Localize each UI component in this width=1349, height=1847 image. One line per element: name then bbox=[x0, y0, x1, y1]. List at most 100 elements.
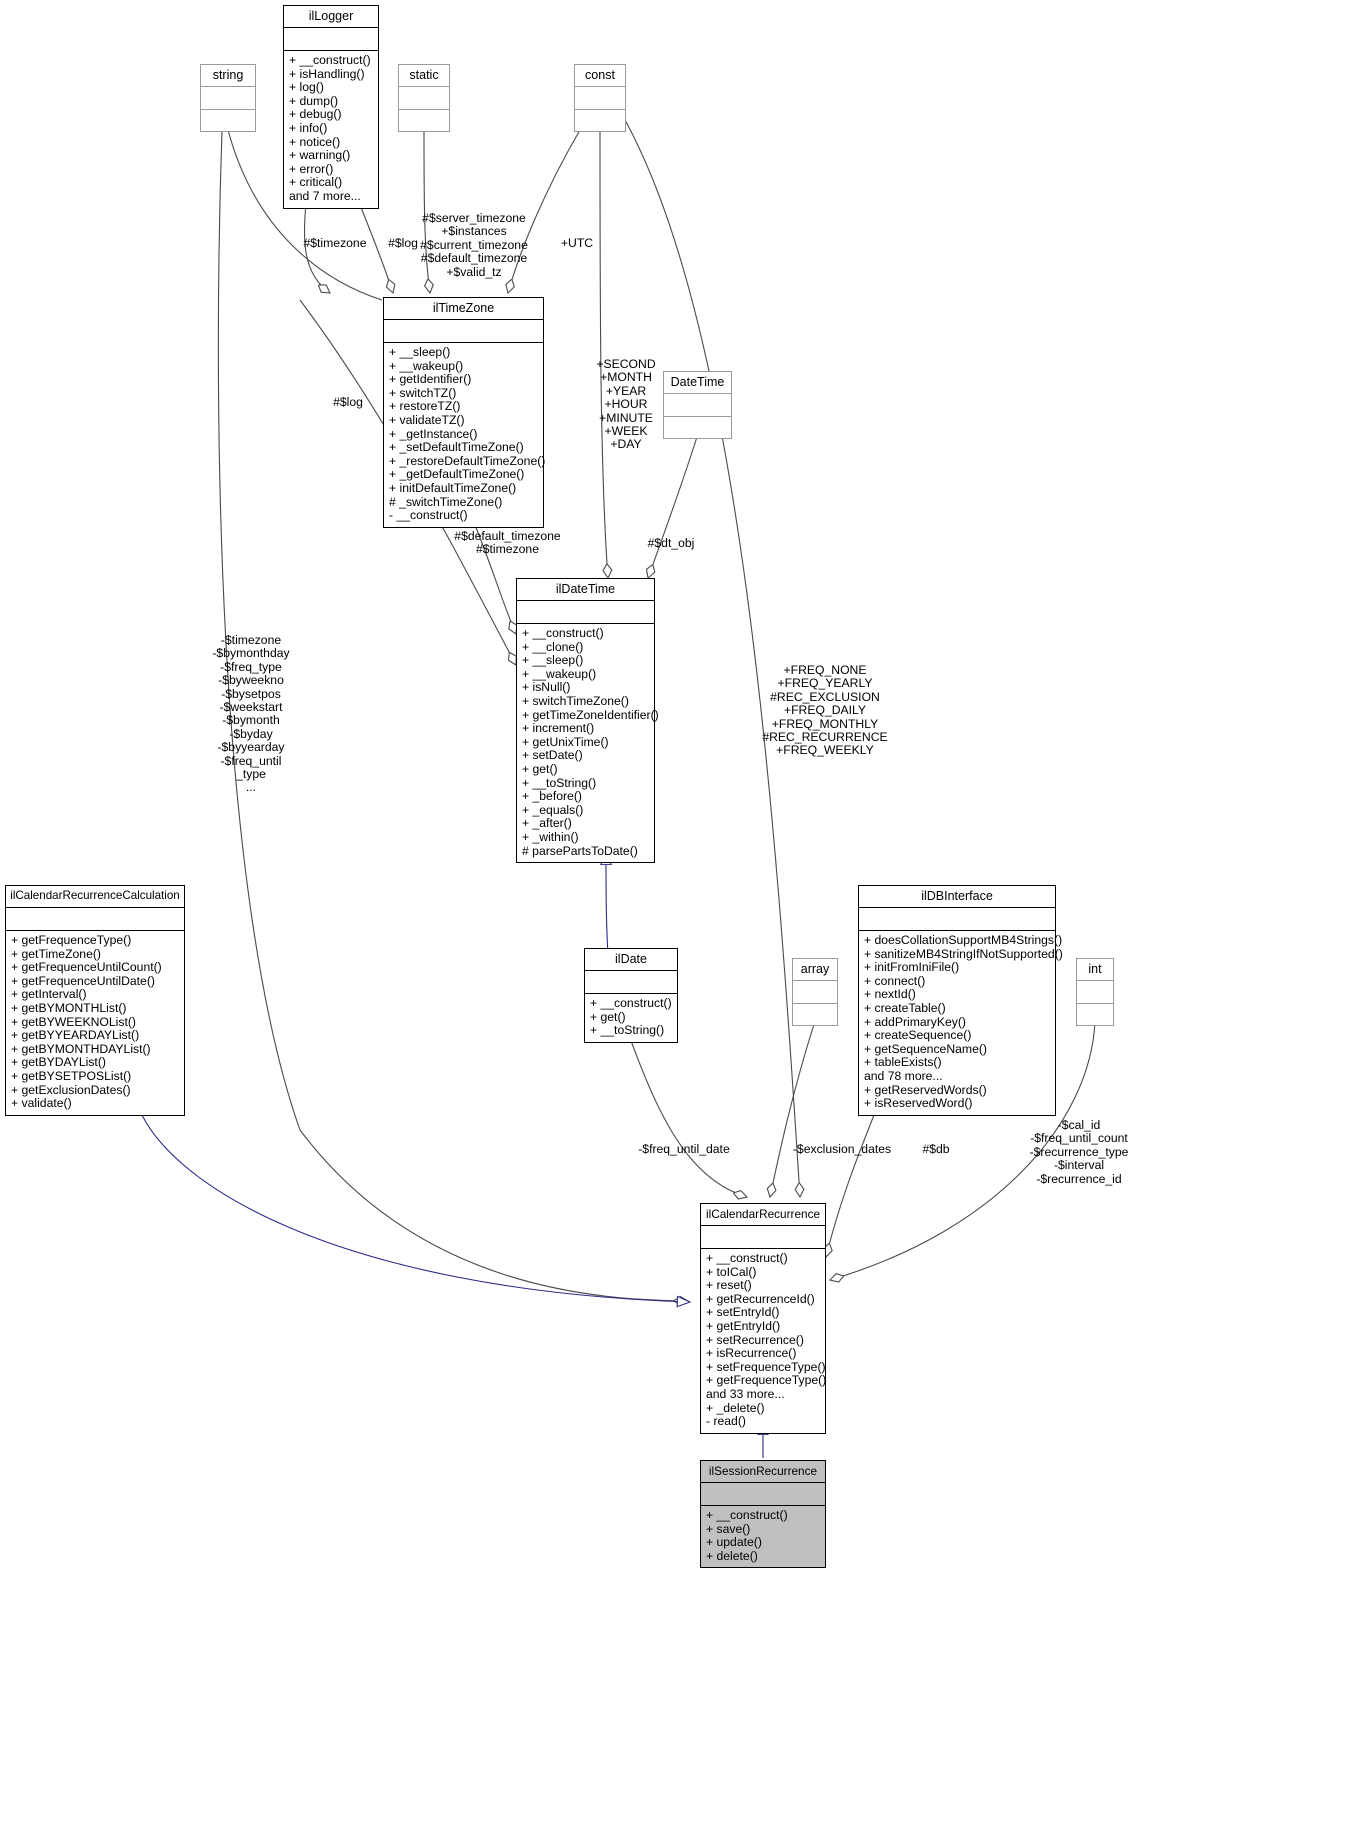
divider bbox=[575, 86, 625, 87]
class-attributes bbox=[201, 87, 255, 109]
edge-label-freq-constants: +FREQ_NONE +FREQ_YEARLY #REC_EXCLUSION +… bbox=[762, 663, 888, 758]
class-operations: + __construct()+ isHandling()+ log()+ du… bbox=[284, 51, 378, 208]
class-member: + getFrequenceType() bbox=[706, 1373, 827, 1388]
class-member: # parsePartsToDate() bbox=[522, 843, 638, 858]
class-member: + getFrequenceUntilDate() bbox=[11, 973, 155, 988]
class-box-datetime[interactable]: DateTime bbox=[663, 371, 732, 439]
class-attributes bbox=[701, 1483, 825, 1505]
class-box-const[interactable]: const bbox=[574, 64, 626, 132]
class-member: + __toString() bbox=[590, 1023, 665, 1038]
class-member: + _within() bbox=[522, 829, 579, 844]
class-box-string[interactable]: string bbox=[200, 64, 256, 132]
class-member: + critical() bbox=[289, 175, 343, 190]
class-member: + nextId() bbox=[864, 987, 916, 1002]
class-member: + isReservedWord() bbox=[864, 1096, 973, 1111]
class-box-static[interactable]: static bbox=[398, 64, 450, 132]
class-box-ildbinterface[interactable]: ilDBInterface + doesCollationSupportMB4S… bbox=[858, 885, 1063, 1116]
class-operations bbox=[575, 110, 625, 131]
class-member: + get() bbox=[590, 1009, 626, 1024]
class-member: + _getInstance() bbox=[389, 426, 478, 441]
class-member: + getBYWEEKNOList() bbox=[11, 1014, 136, 1029]
class-member: and 33 more... bbox=[706, 1386, 785, 1401]
class-attributes bbox=[859, 908, 1055, 930]
class-member: + tableExists() bbox=[864, 1055, 942, 1070]
class-member: # _switchTimeZone() bbox=[389, 494, 503, 509]
class-operations bbox=[664, 417, 731, 438]
class-member: + initFromIniFile() bbox=[864, 960, 960, 975]
class-box-illogger[interactable]: ilLogger + __construct()+ isHandling()+ … bbox=[283, 5, 379, 209]
class-member: + switchTimeZone() bbox=[522, 693, 629, 708]
class-box-ilcalendarrecurrence[interactable]: ilCalendarRecurrence + __construct()+ to… bbox=[700, 1203, 826, 1434]
class-box-ilsessionrecurrence[interactable]: ilSessionRecurrence + __construct()+ sav… bbox=[700, 1460, 826, 1569]
class-member: + validateTZ() bbox=[389, 412, 465, 427]
class-member: + __construct() bbox=[289, 53, 371, 67]
class-title: ilDate bbox=[615, 952, 647, 966]
class-member: + _setDefaultTimeZone() bbox=[389, 440, 524, 455]
class-member: + switchTZ() bbox=[389, 385, 457, 400]
divider bbox=[6, 930, 184, 931]
class-member: + _restoreDefaultTimeZone() bbox=[389, 453, 546, 468]
class-title: const bbox=[585, 68, 615, 82]
class-member: + setEntryId() bbox=[706, 1305, 780, 1320]
class-member: + delete() bbox=[706, 1548, 758, 1563]
class-title: ilSessionRecurrence bbox=[708, 1464, 818, 1478]
class-attributes bbox=[399, 87, 449, 109]
class-attributes bbox=[793, 981, 837, 1003]
edge-label-timezone-logger: #$timezone bbox=[303, 236, 367, 250]
class-member: + restoreTZ() bbox=[389, 399, 461, 414]
class-box-array[interactable]: array bbox=[792, 958, 838, 1026]
class-member: + setDate() bbox=[522, 748, 583, 763]
divider bbox=[201, 109, 255, 110]
class-member: + isNull() bbox=[522, 680, 571, 695]
class-member: + __sleep() bbox=[522, 653, 584, 668]
class-member: + _before() bbox=[522, 789, 582, 804]
class-title: ilDateTime bbox=[555, 582, 616, 596]
class-attributes bbox=[6, 908, 184, 930]
class-member: + getIdentifier() bbox=[389, 372, 472, 387]
divider bbox=[701, 1225, 825, 1226]
class-member: + get() bbox=[522, 761, 558, 776]
class-member: + reset() bbox=[706, 1278, 752, 1293]
divider bbox=[1077, 1003, 1113, 1004]
class-member: + info() bbox=[289, 120, 328, 135]
edge-label-exclusion-dates: -$exclusion_dates bbox=[792, 1142, 892, 1156]
class-title: array bbox=[800, 962, 830, 976]
class-box-int[interactable]: int bbox=[1076, 958, 1114, 1026]
class-member: + getEntryId() bbox=[706, 1318, 781, 1333]
class-box-ildatetime[interactable]: ilDateTime + __construct()+ __clone()+ _… bbox=[516, 578, 659, 864]
class-attributes bbox=[701, 1226, 825, 1248]
class-member: + validate() bbox=[11, 1096, 72, 1111]
class-member: + getFrequenceUntilCount() bbox=[11, 960, 162, 975]
class-operations: + __construct()+ __clone()+ __sleep()+ _… bbox=[517, 624, 659, 862]
class-member: + error() bbox=[289, 161, 334, 176]
class-operations bbox=[1077, 1004, 1113, 1025]
divider bbox=[1077, 980, 1113, 981]
class-member: + __sleep() bbox=[389, 345, 451, 359]
class-member: + save() bbox=[706, 1521, 751, 1536]
edge-label-datetime-constants: +SECOND +MONTH +YEAR +HOUR +MINUTE +WEEK… bbox=[596, 357, 656, 452]
class-attributes bbox=[284, 28, 378, 50]
class-member: + getReservedWords() bbox=[864, 1082, 987, 1097]
class-member: + log() bbox=[289, 80, 324, 95]
class-member: + notice() bbox=[289, 134, 341, 149]
edge-label-string-recurrence-attributes: -$timezone -$bymonthday -$freq_type -$by… bbox=[212, 633, 290, 795]
class-box-iltimezone[interactable]: ilTimeZone + __sleep()+ __wakeup()+ getI… bbox=[383, 297, 546, 528]
class-member: + getTimeZoneIdentifier() bbox=[522, 707, 659, 722]
class-attributes bbox=[664, 394, 731, 416]
class-operations: + getFrequenceType()+ getTimeZone()+ get… bbox=[6, 931, 184, 1115]
class-member: and 78 more... bbox=[864, 1068, 943, 1083]
class-member: + dump() bbox=[289, 93, 339, 108]
class-title: ilTimeZone bbox=[432, 301, 495, 315]
class-member: + setFrequenceType() bbox=[706, 1359, 826, 1374]
class-box-ildate[interactable]: ilDate + __construct()+ get()+ __toStrin… bbox=[584, 948, 678, 1043]
class-title: DateTime bbox=[670, 375, 725, 389]
divider bbox=[701, 1482, 825, 1483]
class-member: + getBYMONTHList() bbox=[11, 1000, 127, 1015]
class-member: + getFrequenceType() bbox=[11, 933, 132, 947]
class-member: + createSequence() bbox=[864, 1028, 972, 1043]
class-member: + getRecurrenceId() bbox=[706, 1291, 815, 1306]
class-box-ilcalendarrecurrencecalculation[interactable]: ilCalendarRecurrenceCalculation + getFre… bbox=[5, 885, 185, 1116]
class-operations bbox=[399, 110, 449, 131]
class-title: ilCalendarRecurrenceCalculation bbox=[10, 889, 180, 902]
